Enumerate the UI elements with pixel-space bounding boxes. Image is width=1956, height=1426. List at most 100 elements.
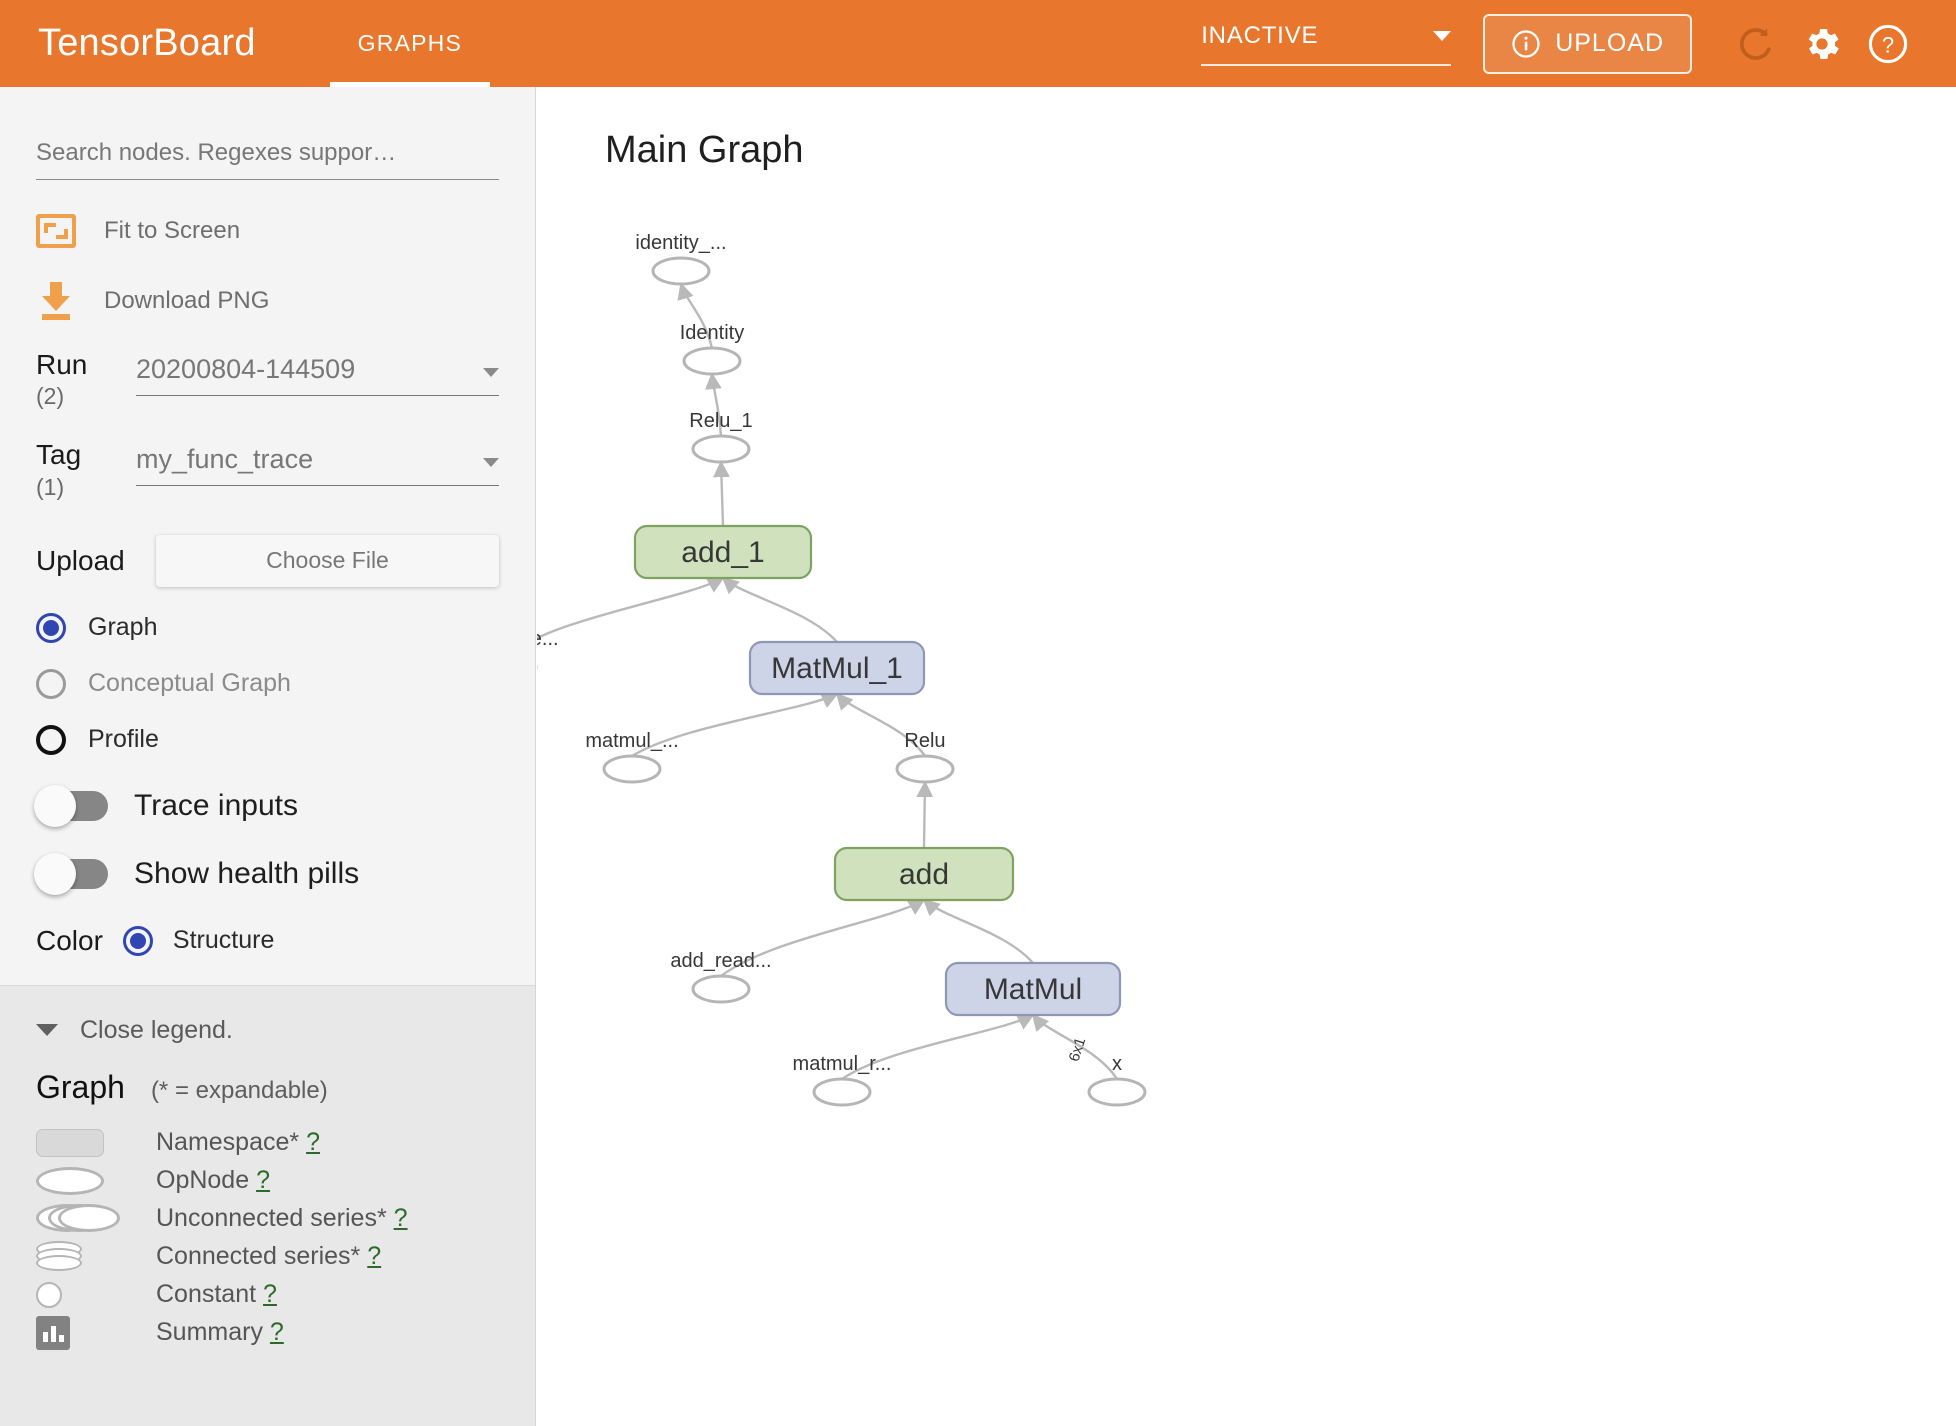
radio-profile-indicator [36, 724, 66, 755]
graph-node[interactable]: add [833, 846, 1015, 902]
upload-button[interactable]: UPLOAD [1483, 13, 1692, 74]
graph-node-shape [651, 256, 711, 286]
fit-to-screen-button[interactable]: Fit to Screen [36, 214, 499, 248]
toggle-show-health-pills[interactable]: Show health pills [34, 852, 499, 895]
graph-node-shape [682, 346, 742, 376]
radio-graph[interactable]: Graph [36, 612, 499, 643]
graph-node[interactable]: add_read... [670, 950, 772, 1004]
legend-items: Namespace* ? OpNode ? Unconnected series… [36, 1124, 499, 1352]
graph-node-shape [748, 640, 926, 696]
close-legend-label: Close legend. [80, 1015, 233, 1044]
color-label: Color [36, 924, 103, 956]
search-input[interactable]: Search nodes. Regexes suppor… [36, 139, 499, 180]
help-link[interactable]: ? [269, 1318, 284, 1347]
graph-node-label: add [899, 858, 949, 891]
run-select[interactable]: 20200804-144509 [136, 354, 499, 396]
radio-graph-indicator [36, 612, 66, 643]
graph-edge [841, 1013, 1035, 1080]
graph-node[interactable]: add_1_re... [537, 628, 559, 680]
tab-graphs[interactable]: GRAPHS [329, 0, 491, 87]
help-icon: ? [1868, 24, 1908, 63]
graph-node-shape [691, 434, 751, 464]
tag-label-block: Tag (1) [36, 440, 136, 500]
graph-edge [677, 282, 714, 349]
graph-node[interactable]: matmul_... [585, 730, 679, 784]
graph-edge [720, 898, 926, 977]
constant-swatch-icon [36, 1281, 156, 1308]
choose-file-button[interactable]: Choose File [156, 534, 499, 587]
settings-button[interactable] [1794, 16, 1850, 72]
run-label: Run [36, 349, 88, 380]
graph-node-label: MatMul_1 [771, 652, 903, 685]
tag-select[interactable]: my_func_trace [136, 444, 499, 487]
tag-label: Tag [36, 439, 82, 471]
toggle-trace-inputs[interactable]: Trace inputs [34, 784, 499, 827]
radio-conceptual-graph[interactable]: Conceptual Graph [36, 668, 499, 699]
graph-node[interactable]: x [1087, 1053, 1147, 1107]
graph-node[interactable]: matmul_r... [793, 1053, 892, 1107]
graph-edge [922, 898, 1034, 964]
graph-node-shape [944, 961, 1122, 1017]
graph-node-label: Identity [680, 322, 744, 344]
radio-conceptual-graph-indicator [36, 668, 66, 699]
download-png-button[interactable]: Download PNG [36, 282, 499, 320]
graph-node[interactable]: identity_... [635, 232, 727, 286]
legend-subtitle: (* = expandable) [150, 1076, 328, 1104]
help-link[interactable]: ? [306, 1128, 320, 1157]
help-link[interactable]: ? [256, 1166, 270, 1195]
graph-edge [537, 576, 725, 640]
header-actions: INACTIVE UPLOAD ? [1201, 13, 1916, 74]
legend-item-connected-series: Connected series* ? [36, 1238, 499, 1276]
radio-profile[interactable]: Profile [36, 724, 499, 755]
graph-node-label: identity_... [635, 232, 726, 254]
chevron-down-icon [1433, 30, 1452, 41]
app-brand: TensorBoard [38, 22, 256, 64]
graph-node-shape [633, 524, 813, 580]
close-legend-button[interactable]: Close legend. [36, 1016, 499, 1045]
graph-node-label: Relu [904, 730, 945, 752]
chevron-down-icon [36, 1024, 58, 1037]
legend-title: Graph [36, 1068, 125, 1105]
help-link[interactable]: ? [263, 1280, 277, 1309]
graph-node-label: Relu_1 [689, 410, 752, 432]
info-icon [1512, 29, 1540, 58]
graph-node[interactable]: MatMul_1 [748, 640, 926, 696]
upload-field: Upload Choose File [36, 534, 499, 587]
graph-edge [631, 692, 839, 758]
namespace-swatch-icon [36, 1128, 156, 1157]
toggle-trace-inputs-label: Trace inputs [134, 788, 298, 822]
graph-edge [713, 460, 730, 527]
legend-item-label: Namespace* ? [156, 1128, 320, 1157]
run-status-dropdown[interactable]: INACTIVE [1201, 22, 1452, 66]
search-placeholder: Search nodes. Regexes suppor… [36, 139, 397, 166]
sidebar: Search nodes. Regexes suppor… Fit to Scr… [0, 87, 536, 1426]
fit-to-screen-icon [36, 214, 76, 248]
graph-node[interactable]: Relu [895, 730, 955, 784]
graph-node[interactable]: add_1 [633, 524, 813, 580]
help-button[interactable]: ? [1860, 16, 1916, 72]
graph-node-shape [691, 974, 751, 1004]
run-count: (2) [36, 383, 65, 410]
radio-graph-label: Graph [88, 613, 158, 642]
legend-item-label: Unconnected series* ? [156, 1204, 408, 1233]
graph-node-label: MatMul [984, 973, 1082, 1006]
graph-node[interactable]: Identity [680, 322, 744, 376]
chevron-down-icon [483, 368, 499, 377]
radio-profile-label: Profile [88, 725, 159, 754]
graph-node[interactable]: Relu_1 [689, 410, 753, 464]
radio-structure-indicator[interactable] [122, 925, 153, 956]
radio-structure-label: Structure [172, 926, 275, 955]
refresh-button[interactable] [1728, 16, 1784, 72]
toggle-show-health-pills-label: Show health pills [134, 856, 360, 890]
legend-item-constant: Constant ? [36, 1276, 499, 1314]
legend-item-label: OpNode ? [156, 1166, 270, 1195]
graph-edges: 6x1 [537, 282, 1119, 1080]
help-link[interactable]: ? [393, 1204, 408, 1233]
gear-icon [1808, 28, 1839, 59]
upload-label: Upload [36, 544, 125, 576]
help-link[interactable]: ? [367, 1242, 382, 1271]
graph-node[interactable]: MatMul [944, 961, 1122, 1017]
